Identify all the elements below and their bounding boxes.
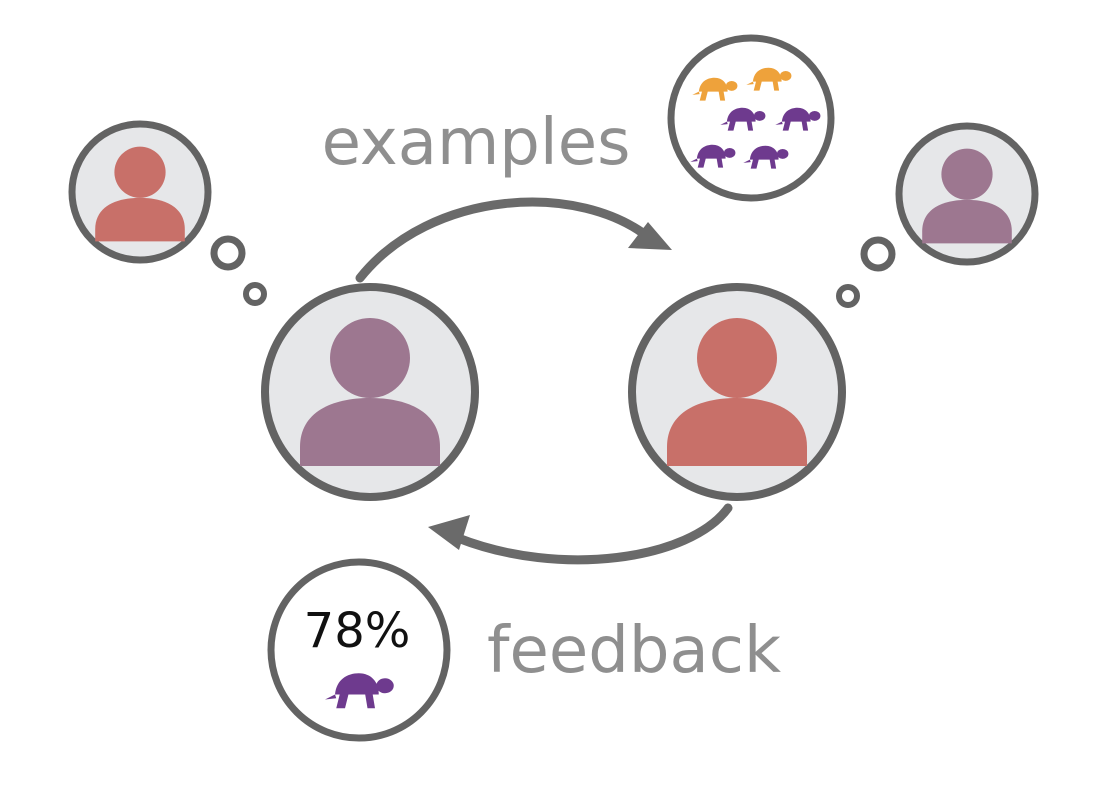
feedback-arrow (453, 503, 733, 565)
thought-bubble-icon (243, 282, 267, 306)
examples-arrow (355, 197, 657, 283)
teacher-thought-bubble (68, 120, 267, 306)
feedback-arrowhead-icon (428, 515, 470, 550)
feedback-label: feedback (487, 614, 781, 688)
learner-thought-bubble (836, 122, 1039, 308)
examples-arrowhead-icon (628, 222, 672, 250)
feedback-bubble: 78% (267, 558, 451, 742)
thought-bubble-icon (836, 284, 860, 308)
examples-label: examples (322, 106, 631, 180)
teacher-avatar (261, 283, 479, 501)
thought-bubble-icon (860, 236, 896, 272)
score-value: 78% (304, 603, 411, 659)
thought-bubble-icon (210, 235, 246, 271)
examples-bubble (667, 34, 835, 202)
learner-avatar (628, 283, 846, 501)
